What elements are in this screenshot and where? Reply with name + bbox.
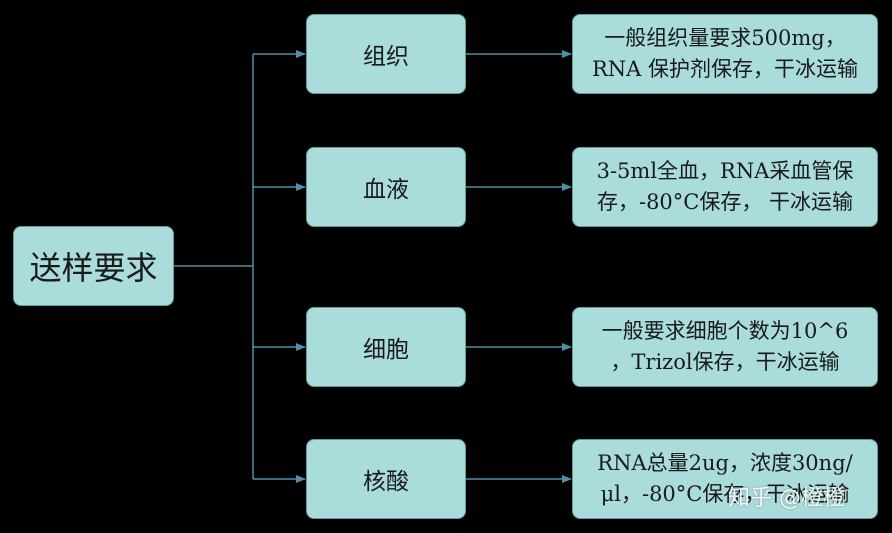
category-label: 组织 bbox=[363, 44, 409, 70]
category-node-cells: 细胞 bbox=[306, 307, 466, 387]
detail-node-tissue: 一般组织量要求500mg， RNA 保护剂保存，干冰运输 bbox=[572, 14, 878, 94]
detail-node-blood: 3-5ml全血，RNA采血管保 存，-80°C保存， 干冰运输 bbox=[572, 147, 878, 227]
category-node-tissue: 组织 bbox=[306, 14, 466, 94]
detail-line: μl，-80°C保存，干冰运输 bbox=[600, 482, 850, 506]
watermark: 知乎 @橙橙 bbox=[728, 486, 845, 511]
detail-line: RNA 保护剂保存，干冰运输 bbox=[591, 57, 859, 81]
detail-line: 一般要求细胞个数为10^6 bbox=[601, 319, 849, 343]
root-label: 送样要求 bbox=[29, 249, 158, 287]
detail-line: ，Trizol保存，干冰运输 bbox=[610, 350, 840, 374]
detail-node-nucleic-acid: RNA总量2ug，浓度30ng/ μl，-80°C保存，干冰运输 bbox=[572, 439, 878, 519]
detail-line: RNA总量2ug，浓度30ng/ bbox=[597, 451, 853, 475]
category-node-blood: 血液 bbox=[306, 147, 466, 227]
detail-line: 3-5ml全血，RNA采血管保 bbox=[596, 159, 854, 183]
category-label: 核酸 bbox=[363, 469, 409, 495]
root-node: 送样要求 bbox=[13, 226, 174, 306]
category-label: 细胞 bbox=[363, 337, 409, 363]
category-node-nucleic-acid: 核酸 bbox=[306, 439, 466, 519]
category-label: 血液 bbox=[363, 177, 409, 203]
detail-node-cells: 一般要求细胞个数为10^6 ，Trizol保存，干冰运输 bbox=[572, 307, 878, 387]
detail-line: 存，-80°C保存， 干冰运输 bbox=[596, 190, 854, 214]
detail-line: 一般组织量要求500mg， bbox=[604, 26, 846, 50]
